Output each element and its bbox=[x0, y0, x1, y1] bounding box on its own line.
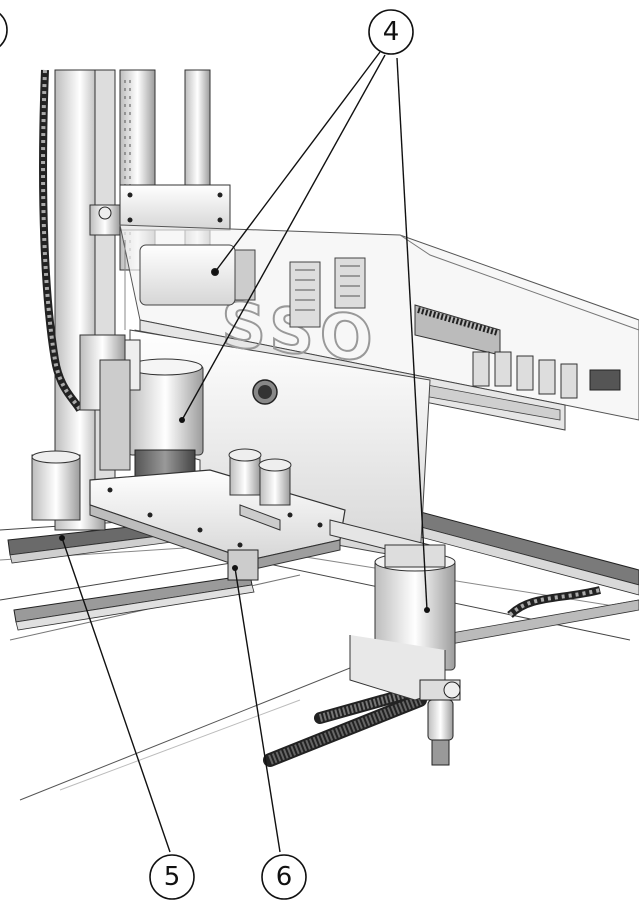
filter-regulator bbox=[419, 679, 461, 766]
callout-6: 6 bbox=[261, 854, 307, 900]
callout-5: 5 bbox=[149, 854, 195, 900]
pneumatic-cylinder bbox=[31, 450, 81, 521]
svg-text:5: 5 bbox=[164, 862, 181, 892]
leader-6 bbox=[234, 567, 281, 853]
upper-servo-motor bbox=[139, 244, 256, 306]
callout-4: 4 bbox=[368, 9, 414, 55]
leader-4-left-motor bbox=[181, 54, 386, 421]
vertical-servo-motor-right bbox=[349, 544, 456, 701]
svg-text:6: 6 bbox=[276, 862, 293, 892]
corrugated-hose bbox=[263, 684, 427, 767]
leader-4-right-motor bbox=[396, 57, 428, 611]
leader-lines bbox=[61, 51, 428, 853]
pressure-gauges bbox=[228, 448, 292, 531]
svg-text:4: 4 bbox=[383, 17, 400, 47]
solenoid-valves bbox=[472, 351, 621, 399]
cable-chain-right bbox=[507, 586, 601, 619]
leader-dots bbox=[59, 269, 430, 613]
leader-5 bbox=[61, 537, 171, 853]
terminal-block bbox=[289, 257, 366, 328]
column-carriage bbox=[89, 184, 231, 236]
callout-partial-left bbox=[0, 12, 8, 48]
leader-4-upper-motor bbox=[214, 51, 381, 273]
drag-chain bbox=[39, 69, 84, 413]
motor-bracket bbox=[79, 334, 131, 471]
